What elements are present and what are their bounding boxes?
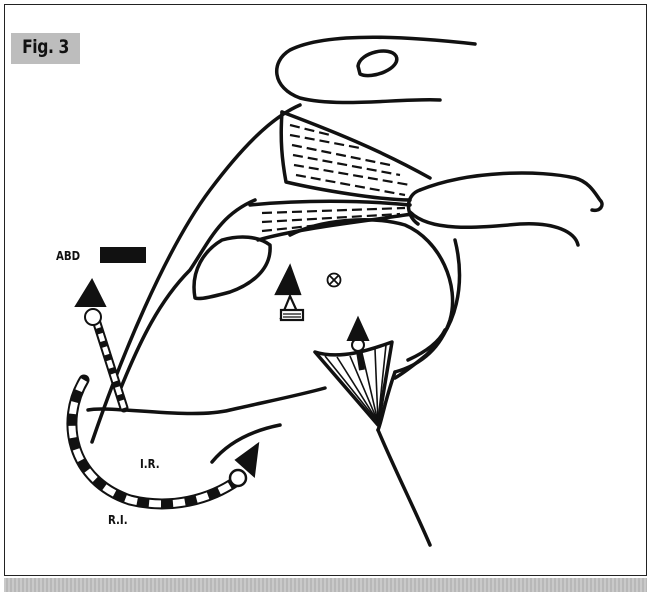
label-abd: ABD xyxy=(56,249,80,263)
muscle-band-lower-bottom xyxy=(258,214,412,240)
subscapularis-arrow xyxy=(276,266,303,320)
muscle-band-lower-outline xyxy=(250,201,410,205)
scapula-outline-inner xyxy=(118,200,255,395)
infraspinatus-arrow xyxy=(348,318,368,370)
biceps-tube-lower xyxy=(410,212,578,245)
muscle-band-upper-outline xyxy=(282,112,430,178)
acromion-outline xyxy=(277,37,475,102)
biceps-tube xyxy=(420,173,602,210)
rotation-arrow xyxy=(72,380,258,504)
humerus-shaft-line xyxy=(378,430,430,545)
label-internal-rotation: I.R. xyxy=(140,457,160,471)
rotation-center-marker xyxy=(328,274,341,287)
label-ri: R.I. xyxy=(108,513,128,527)
abd-bar-swatch xyxy=(100,247,146,263)
clavicle-end-oval xyxy=(358,51,397,76)
